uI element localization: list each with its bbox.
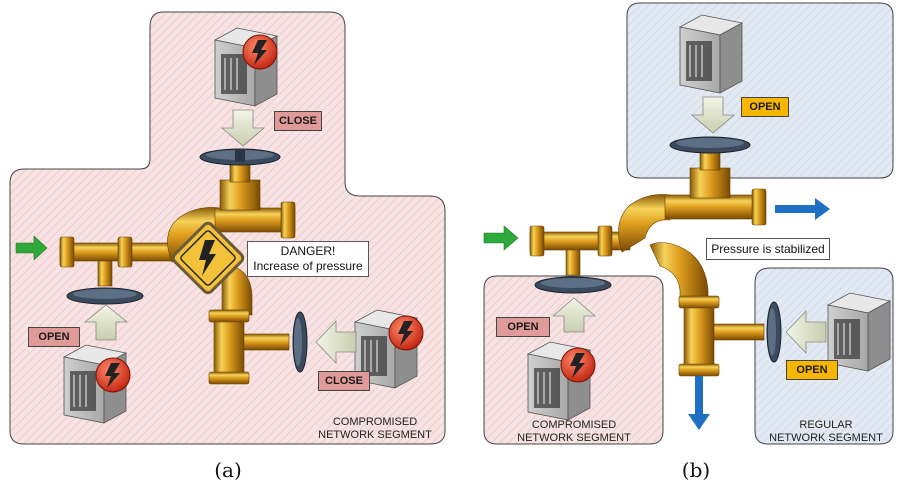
danger-callout: DANGER! Increase of pressure: [247, 241, 369, 277]
danger-line2: Increase of pressure: [253, 259, 363, 273]
flow-arrow-icon: [220, 109, 266, 147]
valve-right-status-b: OPEN: [786, 360, 838, 380]
flow-arrow-icon: [785, 310, 827, 354]
valve-top-status-a: CLOSE: [274, 111, 322, 131]
valve-top-status-b: OPEN: [741, 97, 789, 117]
segment-label-line2: NETWORK SEGMENT: [517, 432, 631, 444]
valve-wheel-icon[interactable]: [66, 287, 144, 305]
segment-label-line2: NETWORK SEGMENT: [318, 429, 432, 441]
lightning-badge-icon: [242, 34, 278, 70]
regular-region-b-top: [626, 2, 894, 179]
segment-label-compromised-b: COMPROMISED NETWORK SEGMENT: [484, 419, 664, 445]
flow-arrow-icon: [83, 304, 129, 341]
flow-arrow-icon: [483, 225, 519, 251]
valve-wheel-icon[interactable]: [766, 301, 782, 363]
segment-label-line2: NETWORK SEGMENT: [769, 432, 883, 444]
flow-arrow-icon: [688, 376, 710, 430]
lightning-badge-icon: [95, 357, 131, 393]
server-icon: [678, 14, 744, 94]
valve-wheel-icon[interactable]: [292, 311, 308, 373]
valve-wheel-icon[interactable]: [669, 136, 751, 154]
lightning-badge-icon: [560, 347, 596, 383]
segment-label-line1: COMPROMISED: [332, 416, 418, 428]
pipe-network-b: [529, 149, 767, 377]
segment-label-line1: REGULAR: [799, 419, 853, 431]
segment-label-compromised-a: COMPROMISED NETWORK SEGMENT: [300, 416, 450, 442]
caption-b: (b): [681, 458, 711, 482]
flow-arrow-icon: [15, 235, 48, 261]
valve-wheel-icon[interactable]: [199, 148, 281, 166]
lightning-badge-icon: [388, 315, 424, 351]
segment-label-line1: COMPROMISED: [531, 419, 617, 431]
danger-line1: DANGER!: [280, 244, 336, 258]
flow-arrow-icon: [775, 198, 830, 220]
flow-arrow-icon: [315, 320, 357, 364]
flow-arrow-icon: [690, 96, 736, 134]
server-icon: [826, 292, 892, 372]
segment-label-regular-b: REGULAR NETWORK SEGMENT: [758, 419, 894, 445]
valve-wheel-icon[interactable]: [534, 276, 612, 294]
stabilized-callout: Pressure is stabilized: [706, 238, 830, 260]
caption-a: (a): [214, 458, 242, 482]
valve-left-status-a: OPEN: [28, 327, 80, 347]
valve-left-status-b: OPEN: [496, 317, 550, 337]
valve-right-status-a: CLOSE: [318, 371, 370, 391]
warning-sign-icon: [171, 221, 245, 295]
flow-arrow-icon: [551, 297, 597, 333]
